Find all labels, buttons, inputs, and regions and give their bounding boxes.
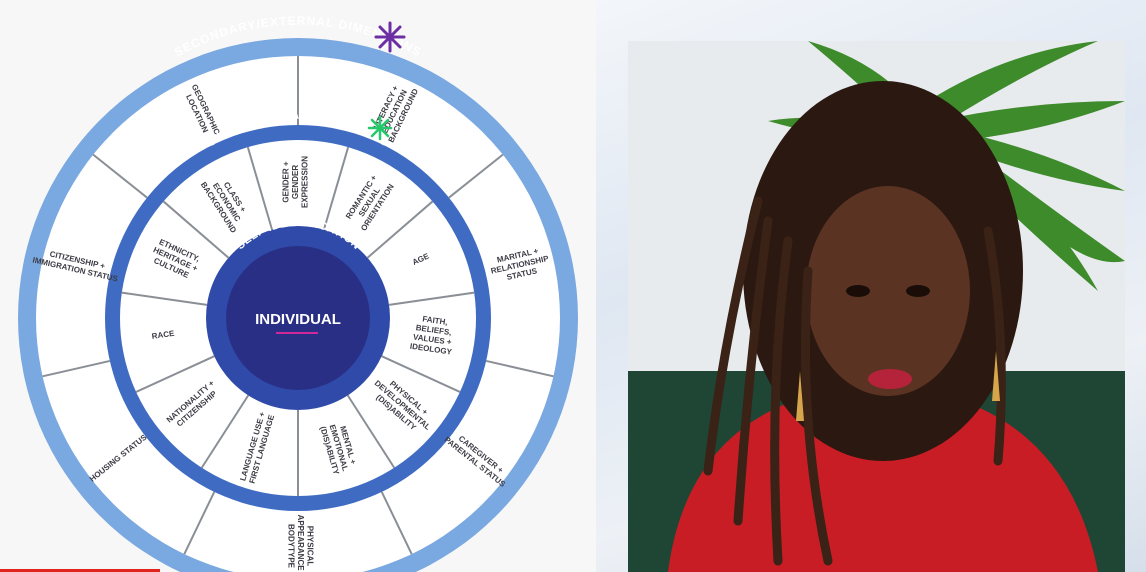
core-spokes-line xyxy=(200,394,250,469)
individual-center xyxy=(226,246,370,390)
core-dividers xyxy=(121,146,475,496)
core-spokes-line xyxy=(322,146,350,231)
core-spokes-line xyxy=(366,200,434,259)
outer-spokes-line xyxy=(380,491,413,555)
outer-spokes-line xyxy=(448,153,504,199)
core-spokes-line xyxy=(346,394,396,469)
dimension-label: RACE xyxy=(151,329,175,341)
core-spokes-line xyxy=(388,291,475,306)
green-star-icon xyxy=(367,115,393,141)
center-label: INDIVIDUAL xyxy=(255,311,341,328)
face xyxy=(806,186,970,396)
purple-star-icon xyxy=(374,21,406,53)
outer-spokes-line xyxy=(42,359,111,378)
dimension-label: FAITH,BELIEFS,VALUES +IDEOLOGY xyxy=(409,313,457,357)
dimension-label: PHYSICALAPPEARANCE +BODYTYPE xyxy=(286,515,314,572)
core-spokes-line xyxy=(121,291,208,306)
speaker-video xyxy=(628,41,1125,572)
outer-spokes-line xyxy=(183,491,216,555)
outer-spokes-line xyxy=(92,153,148,199)
secondary-dividers xyxy=(42,56,554,555)
core-spokes-line xyxy=(246,146,274,231)
speaker-video-scene xyxy=(628,41,1125,572)
diversity-wheel-slide: SECONDARY/EXTERNAL DIMENSIONS CORE/INTER… xyxy=(0,0,596,572)
core-spokes-line xyxy=(381,355,461,393)
dimension-label: GENDER +GENDEREXPRESSION xyxy=(281,156,309,208)
video-progress-bar[interactable] xyxy=(0,569,160,572)
diversity-wheel: SECONDARY/EXTERNAL DIMENSIONS CORE/INTER… xyxy=(18,21,578,572)
outer-spokes-line xyxy=(485,359,554,378)
core-spokes-line xyxy=(135,355,215,393)
core-spokes-line xyxy=(162,200,230,259)
